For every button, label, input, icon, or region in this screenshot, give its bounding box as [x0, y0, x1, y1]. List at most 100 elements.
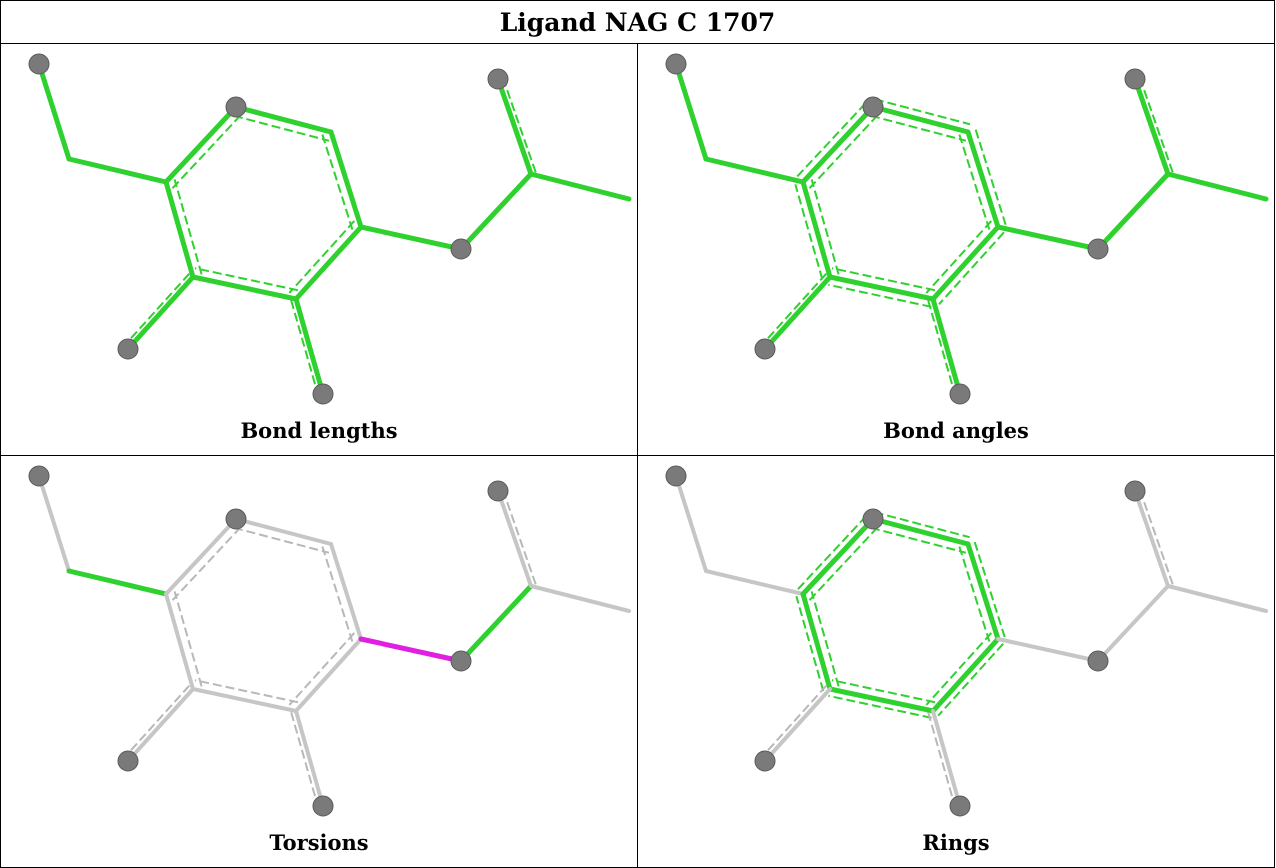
bond-r1-r2 — [163, 104, 239, 185]
molecule-rings — [665, 465, 1268, 817]
caption-bond-lengths: Bond lengths — [240, 418, 398, 443]
bond-o1-c1 — [458, 171, 534, 252]
ring-bond-hatch-7 — [810, 179, 840, 275]
ring-bond-hatch-5 — [925, 220, 993, 294]
ring-bond-hatch-2 — [808, 112, 881, 189]
caption-bond-angles: Bond angles — [883, 418, 1029, 443]
bond-r6-r1 — [800, 591, 833, 692]
atom-r2 — [225, 96, 247, 118]
bond-r1-r2 — [800, 516, 876, 597]
ring-bond-hatch-6 — [194, 679, 299, 704]
side-bond-hatch-12 — [123, 272, 191, 347]
bond-r6-r1 — [164, 592, 195, 691]
bond-r3-r4 — [965, 129, 1001, 230]
ring-bond-hatch-3 — [870, 114, 967, 142]
ring-bond-hatch-3 — [870, 526, 967, 554]
bond-r5-s2 — [293, 296, 326, 397]
bond-r3-r4 — [328, 129, 364, 230]
ring-bond-hatch-5 — [925, 632, 993, 706]
atom-s2 — [949, 383, 971, 405]
bond-a2-r1 — [66, 568, 169, 597]
bond-r5-s2 — [931, 709, 962, 808]
atom-s1 — [117, 338, 139, 360]
bond-r6-s1 — [762, 274, 833, 352]
atom-s2 — [312, 795, 334, 817]
atom-c2 — [1124, 480, 1146, 502]
panel-bond-lengths: Bond lengths — [0, 43, 638, 456]
ring-bond-hatch-outer-4 — [974, 129, 1007, 226]
atom-r2 — [862, 96, 884, 118]
bond-r6-s1 — [125, 274, 196, 352]
bond-r6-s1 — [763, 687, 832, 763]
bond-c1-c3 — [528, 171, 632, 202]
side-bond-hatch-10 — [501, 77, 537, 173]
side-bond-hatch-10 — [501, 489, 537, 585]
bond-r5-s2 — [930, 296, 963, 397]
bond-r4-r5 — [293, 224, 364, 302]
bond-r1-r2 — [164, 517, 238, 596]
ring-bond-hatch-7 — [173, 591, 203, 687]
molecule-torsions — [28, 465, 631, 817]
ring-bond-hatch-7 — [810, 591, 840, 687]
ring-bond-hatch-outer-7 — [795, 595, 825, 692]
atom-s1 — [117, 750, 139, 772]
bond-c1-c3 — [529, 584, 631, 613]
atom-o1 — [1087, 650, 1109, 672]
bond-r4-r5 — [930, 224, 1001, 302]
bond-a1-a2 — [36, 61, 72, 162]
bond-r5-s2 — [294, 709, 325, 808]
side-bond-hatch-10 — [1138, 77, 1174, 173]
caption-rings: Rings — [922, 830, 990, 855]
side-bond-hatch-13 — [290, 712, 320, 808]
bond-a2-r1 — [704, 569, 805, 596]
bond-r4-r5 — [294, 637, 363, 713]
ring-bond-hatch-3 — [233, 526, 330, 554]
atom-c2 — [487, 480, 509, 502]
atom-a1 — [665, 465, 687, 487]
bond-r3-r4 — [329, 542, 363, 641]
ring-bond-hatch-5 — [288, 220, 356, 294]
bond-c1-c2 — [496, 489, 533, 588]
bond-r1-r2 — [800, 104, 876, 185]
atom-a1 — [28, 465, 50, 487]
caption-torsions: Torsions — [269, 830, 369, 855]
bond-o1-c1 — [458, 583, 534, 664]
atom-a1 — [665, 53, 687, 75]
atom-r2 — [862, 508, 884, 530]
atom-c2 — [1124, 68, 1146, 90]
ring-bond-hatch-4 — [321, 546, 354, 642]
atom-s1 — [754, 750, 776, 772]
side-bond-hatch-10 — [1138, 489, 1174, 585]
molecule-bond-angles — [665, 53, 1269, 405]
side-bond-hatch-13 — [290, 300, 320, 396]
atom-o1 — [450, 650, 472, 672]
ring-bond-hatch-6 — [194, 267, 299, 292]
atom-o1 — [1087, 238, 1109, 260]
ring-bond-hatch-5 — [288, 632, 356, 706]
bond-r4-o1 — [358, 224, 464, 252]
side-bond-hatch-12 — [760, 272, 828, 347]
ring-bond-hatch-2 — [171, 112, 244, 189]
atom-a1 — [28, 53, 50, 75]
bond-c1-c3 — [1166, 584, 1268, 613]
bond-r6-r1 — [800, 179, 833, 280]
ring-bond-hatch-outer-6 — [828, 283, 932, 308]
bond-r6-s1 — [126, 687, 195, 763]
molecule-bond-lengths — [28, 53, 632, 405]
ring-bond-hatch-outer-5 — [938, 231, 1005, 306]
ring-bond-hatch-7 — [173, 179, 203, 275]
bond-r4-o1 — [995, 224, 1101, 252]
bond-r4-o1 — [996, 637, 1100, 663]
ring-bond-hatch-outer-5 — [937, 643, 1004, 717]
bond-r2-r3 — [234, 517, 333, 546]
panel-bond-angles: Bond angles — [637, 43, 1275, 456]
ring-bond-hatch-outer-7 — [794, 184, 824, 280]
atom-s1 — [754, 338, 776, 360]
bond-c1-c2 — [495, 76, 534, 177]
ring-bond-hatch-outer-2 — [796, 100, 868, 178]
bond-a2-r1 — [66, 156, 169, 185]
bond-r5-r6 — [827, 274, 936, 302]
bond-r4-r5 — [930, 636, 1001, 714]
